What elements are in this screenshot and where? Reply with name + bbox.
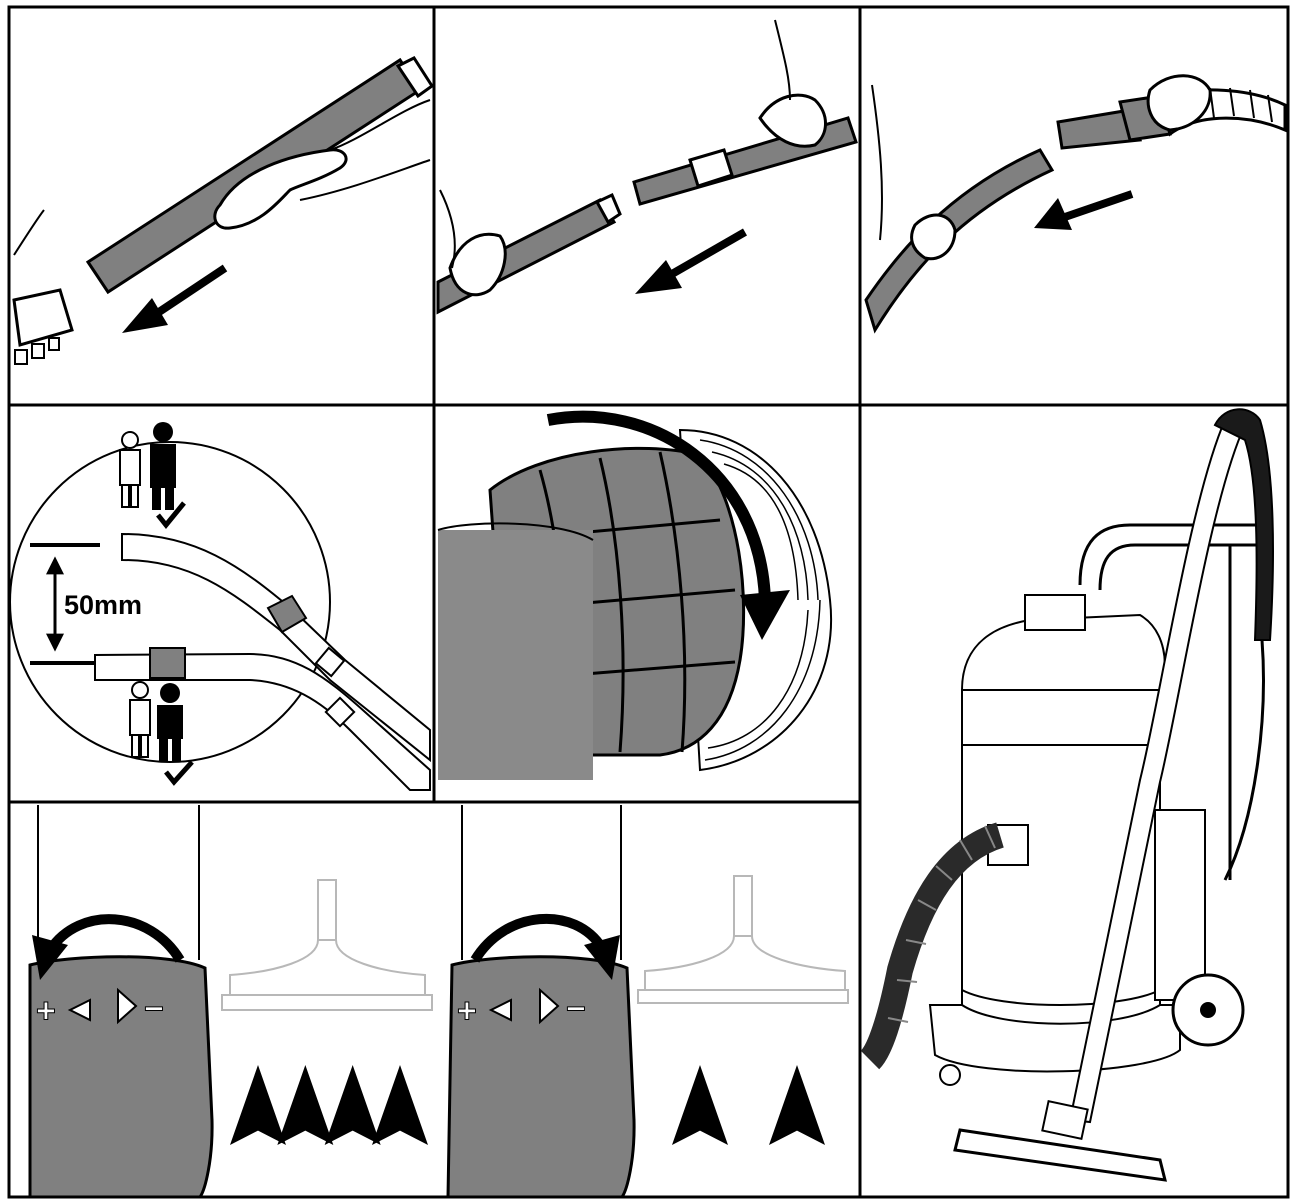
panel-separate-wand-tubes (436, 19, 858, 315)
panel-vacuum-assembled (860, 408, 1274, 1182)
panel-twist-hose-cuff (437, 410, 833, 780)
height-measure-label: 50mm (64, 590, 142, 620)
suction-arrow-icon (277, 1065, 334, 1145)
checkmark-icon (156, 501, 186, 529)
upper-wand-tube (121, 532, 431, 763)
wand-joint (314, 646, 346, 678)
floor-tool-neck (12, 288, 74, 365)
panel-wand-height-adjust: 50mm (9, 422, 431, 791)
suction-level-arrows (672, 1065, 825, 1145)
flexible-hose (860, 822, 1005, 1070)
hose-handle-top (1213, 408, 1274, 641)
direction-arrow-icon (1034, 190, 1134, 230)
suction-level-arrows (230, 1065, 428, 1145)
hand-icon (213, 148, 348, 230)
suction-arrow-icon (324, 1065, 381, 1145)
floor-tool-icon (637, 875, 849, 1004)
suction-arrow-icon (769, 1065, 825, 1145)
minus-symbol: − (566, 990, 586, 1028)
minus-symbol: − (144, 990, 164, 1028)
hose-handle-body (28, 955, 214, 1199)
wand-clip (266, 594, 308, 634)
tube-lock-clip (688, 148, 734, 188)
direction-arrow-icon (122, 264, 228, 333)
hose-handle-body (446, 955, 636, 1199)
person-icon (119, 431, 141, 508)
person-icon (129, 681, 151, 758)
rotate-arrow-icon (470, 913, 620, 980)
rotate-arrow-icon (32, 914, 185, 980)
panel-grid-frame (7, 5, 1290, 1199)
hand-icon (910, 213, 957, 261)
floor-tool (953, 1128, 1167, 1182)
wand-tube (1068, 418, 1247, 1124)
person-icon (150, 422, 176, 510)
direction-arrow-icon (635, 228, 747, 294)
hand-icon (1146, 74, 1212, 132)
control-panel (1024, 594, 1086, 631)
hand-icon (448, 232, 507, 297)
suction-arrow-icon (372, 1065, 428, 1145)
wand-joint (324, 696, 356, 728)
checkmark-icon (164, 760, 194, 786)
panel-suction-decrease: + − (446, 805, 849, 1199)
right-triangle-icon (539, 987, 560, 1025)
trolley-base (928, 1004, 1181, 1073)
rotate-arrow-icon (546, 410, 790, 640)
lower-wand-tube (94, 652, 431, 791)
plus-symbol: + (457, 992, 477, 1030)
panel-disconnect-floor-tool (12, 56, 435, 365)
left-triangle-icon (67, 998, 91, 1022)
person-icon (157, 683, 183, 761)
tube-end-cap (594, 192, 622, 225)
suction-arrow-icon (672, 1065, 728, 1145)
side-bucket (1154, 809, 1206, 1001)
hose-tube (438, 530, 593, 780)
panel-detach-hose-handle (864, 74, 1287, 334)
plus-symbol: + (36, 992, 56, 1030)
wand-clip (149, 647, 186, 679)
wand-tube (864, 148, 1055, 334)
right-triangle-icon (117, 987, 138, 1025)
caster (939, 1064, 961, 1086)
floor-tool-icon (221, 879, 433, 1011)
zoom-circle (9, 441, 331, 763)
panel-suction-increase: + − (28, 805, 433, 1199)
hand-icon (758, 93, 827, 148)
left-triangle-icon (488, 998, 512, 1022)
tube-end-cap (395, 56, 435, 99)
suction-arrow-icon (230, 1065, 286, 1145)
